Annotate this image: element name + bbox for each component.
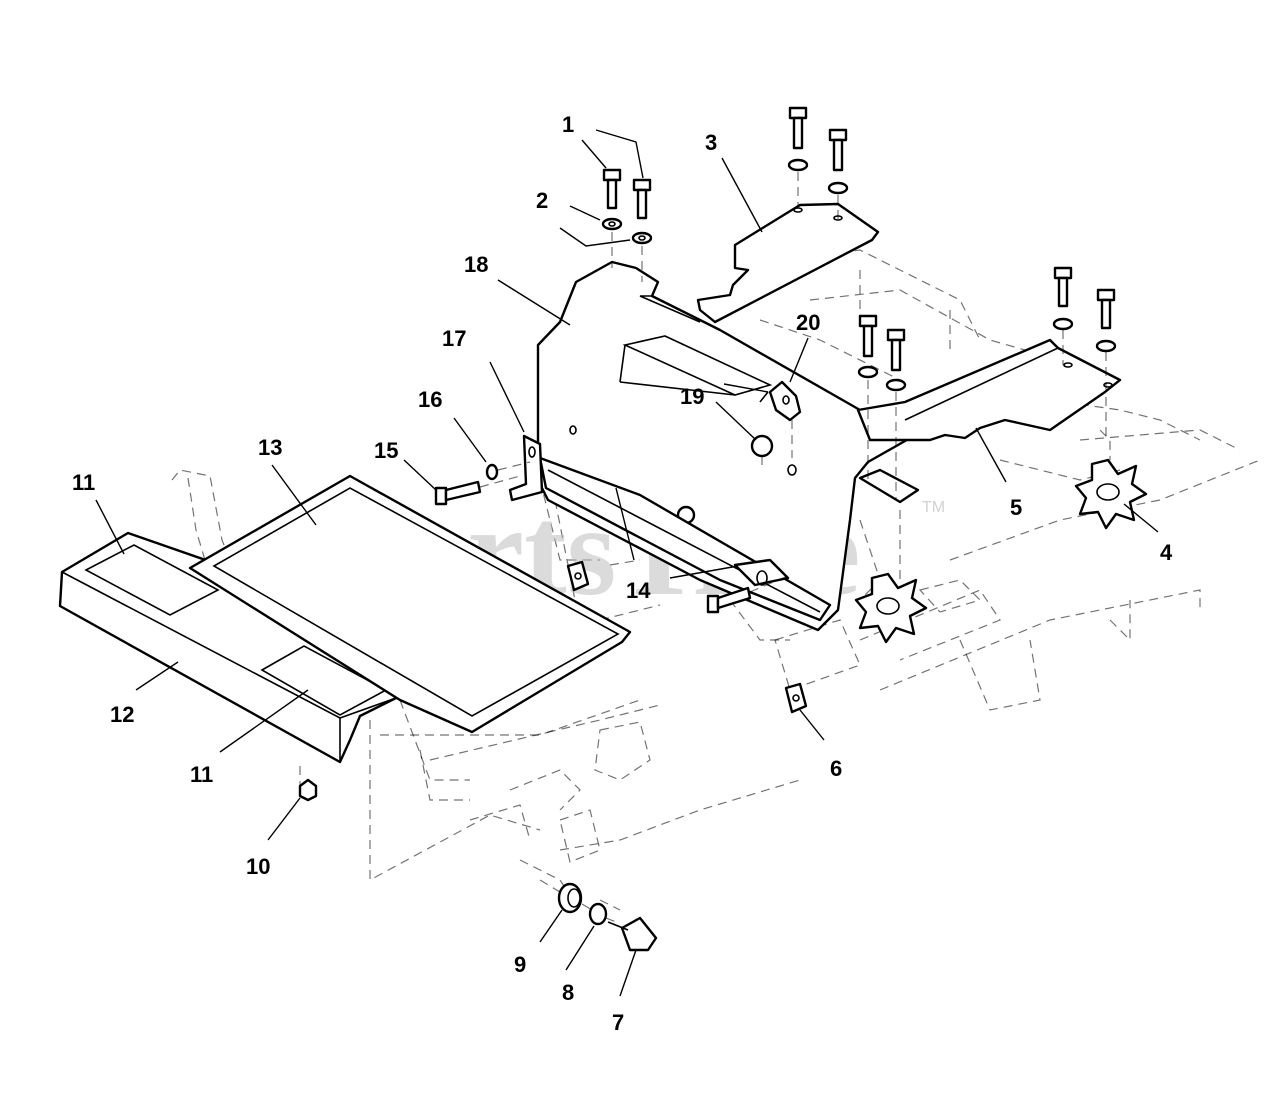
callout-9: 9 xyxy=(514,952,526,977)
callout-5: 5 xyxy=(1010,495,1022,520)
part-7-shoulder-bolt xyxy=(607,916,658,952)
watermark-trademark: TM xyxy=(922,499,945,516)
part-13-seat-pan xyxy=(188,474,632,734)
callout-7: 7 xyxy=(612,1010,624,1035)
part-10-nut xyxy=(298,778,318,802)
part-6-clip-nut xyxy=(784,682,808,714)
callout-labels: 1 2 3 4 5 6 7 8 9 10 11 11 12 13 14 15 1… xyxy=(72,112,1173,1035)
callout-2: 2 xyxy=(536,188,548,213)
bolt-5b xyxy=(1095,288,1117,353)
part-4-star-nut-left xyxy=(854,572,928,644)
callout-17: 17 xyxy=(442,326,466,351)
callout-4: 4 xyxy=(1160,540,1173,565)
bolt-3a xyxy=(787,106,809,172)
callout-20: 20 xyxy=(796,310,820,335)
bolt-1a xyxy=(601,168,623,231)
leader-lines xyxy=(95,129,1159,997)
part-20-latch xyxy=(759,380,802,422)
bolt-5d xyxy=(885,328,907,392)
bolt-14 xyxy=(706,570,768,614)
part-3-bar xyxy=(696,202,880,324)
assembly-lines xyxy=(299,172,1107,923)
part-9-bushing xyxy=(557,882,583,914)
callout-3: 3 xyxy=(705,130,717,155)
callout-11-lower: 11 xyxy=(190,762,213,787)
callout-19: 19 xyxy=(680,384,704,409)
clip-nut-upper xyxy=(566,560,590,592)
callout-11-upper: 11 xyxy=(72,470,95,495)
callout-6: 6 xyxy=(830,756,842,781)
bolt-3b xyxy=(827,128,849,195)
bolt-1b xyxy=(631,178,653,245)
callout-12: 12 xyxy=(110,702,134,727)
callout-8: 8 xyxy=(562,980,574,1005)
callout-13: 13 xyxy=(258,435,282,460)
part-5-bar xyxy=(856,338,1122,442)
callout-1: 1 xyxy=(562,112,574,137)
bolt-15 xyxy=(434,480,482,506)
callout-10: 10 xyxy=(246,854,270,879)
part-17-bracket xyxy=(508,434,544,502)
bolt-5a xyxy=(1052,266,1074,331)
part-4-star-nut-right xyxy=(1074,458,1148,530)
part-8-spacer xyxy=(588,902,608,926)
callout-18: 18 xyxy=(464,252,488,277)
part-plate xyxy=(858,468,920,504)
callout-14: 14 xyxy=(626,578,651,603)
washer-16 xyxy=(485,463,499,481)
bolt-5c xyxy=(857,314,879,379)
callout-15: 15 xyxy=(374,438,398,463)
bolts xyxy=(434,106,1117,614)
callout-16: 16 xyxy=(418,387,442,412)
